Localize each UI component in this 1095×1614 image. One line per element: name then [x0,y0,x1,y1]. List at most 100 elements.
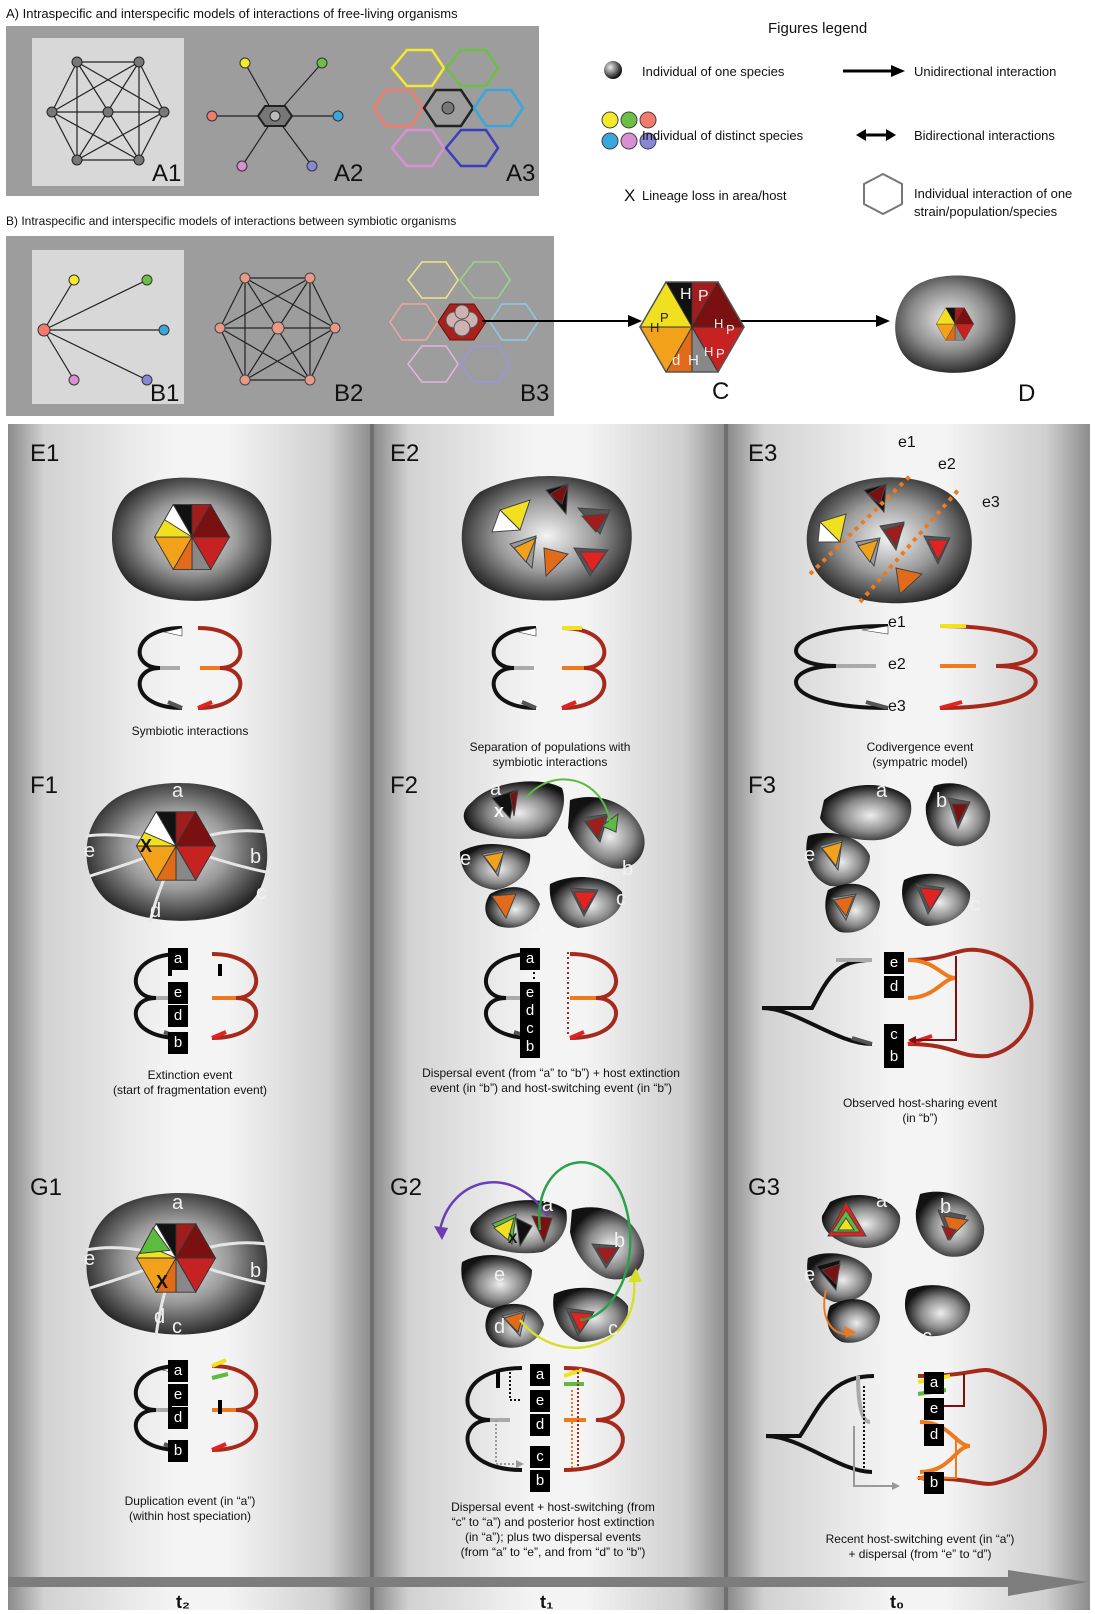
caption-g3: Recent host-switching event (in “a”) + d… [770,1532,1070,1562]
g2-area-c: c [608,1318,618,1340]
panel-label-d: D [1018,380,1036,407]
g2-area-a: a [542,1194,554,1216]
g2-area-d: d [494,1316,506,1338]
c-to-d-arrow [740,315,890,327]
c-hexagon [639,281,745,373]
g3-box-b: b [924,1472,944,1494]
caption-e1-line1: Symbiotic interactions [131,724,249,738]
caption-f3-line1: Observed host-sharing event [842,1096,998,1110]
g1-box-b: b [168,1440,188,1462]
g3-area-c: c [922,1326,932,1348]
g3-box-d: d [924,1424,944,1446]
caption-g1: Duplication event (in “a”) (within host … [40,1494,340,1524]
b1-network [37,274,170,386]
f2-area-e: e [460,848,472,870]
g2-x-mark: X [508,1230,518,1246]
f2-box-d: d [520,1000,540,1022]
a1-network [46,56,170,166]
g1-area-e: e [84,1248,96,1270]
column-separator-2 [724,424,728,1610]
f2-tanglegram [484,952,618,1040]
caption-g1-line2: (within host speciation) [128,1509,252,1523]
f1-box-e: e [168,982,188,1004]
b3-to-c-arrow [482,315,642,327]
e3-label-e3: e3 [888,698,906,715]
panel-label-a2: A2 [334,160,364,187]
caption-e2: Separation of populations with symbiotic… [400,740,700,770]
f2-box-b: b [520,1036,540,1058]
caption-e1: Symbiotic interactions [60,724,320,739]
column-separator-1 [370,424,374,1610]
legend-unidirectional-arrow-icon [843,65,905,77]
caption-e2-line2: symbiotic interactions [492,755,608,769]
panel-label-a1: A1 [152,160,182,187]
e3-tanglegram [794,624,1038,710]
f1-area-d: d [150,900,162,922]
g1-box-e: e [168,1384,188,1406]
g3-area-b: b [940,1196,952,1218]
legend-lineage-loss-x: X [624,186,636,205]
caption-f2-line2: event (in “b”) and host-switching event … [429,1081,673,1095]
c-letter-p2: P [726,322,735,337]
g3-box-a: a [924,1372,944,1394]
g2-area-b: b [614,1230,626,1252]
g1-box-d: d [168,1407,188,1429]
f3-area-e: e [804,844,816,866]
panel-label-b3: B3 [520,380,550,407]
panel-label-f2: F2 [390,772,419,799]
caption-f1: Extinction event (start of fragmentation… [40,1068,340,1098]
e3-line-e1-top: e1 [898,434,916,451]
g1-tanglegram [133,1358,259,1452]
g2-box-a: a [530,1364,550,1386]
legend-unidirectional: Unidirectional interaction [914,64,1057,79]
timeline-t1: t₁ [540,1592,554,1612]
f1-box-b: b [168,1032,188,1054]
caption-f3-line2: (in “b”) [902,1111,938,1125]
panel-label-g1: G1 [30,1174,63,1201]
g2-blobs [434,1161,645,1349]
f1-area-e: e [84,840,96,862]
panel-label-b1: B1 [150,380,180,407]
c-letter-p1: P [698,288,709,305]
f1-area-c: c [256,882,266,904]
e3-line-e3-top: e3 [982,494,1000,511]
g1-area-d: d [154,1306,166,1328]
panel-label-f1: F1 [30,772,59,799]
f2-area-c: c [616,888,626,910]
g1-box-a: a [168,1360,188,1382]
a3-hex-cluster [372,48,525,168]
a2-network [206,57,344,172]
c-letter-p3: P [716,346,725,361]
legend-individual-one-species: Individual of one species [642,64,785,79]
legend-hexagon-line2: strain/population/species [914,204,1058,219]
f3-area-b: b [936,790,948,812]
caption-g2-line4: (from “a” to “e”, and from “d” to “b”) [460,1545,646,1559]
c-letter-h2: H [714,316,724,331]
f2-box-e: e [520,982,540,1004]
g2-box-d: d [530,1414,550,1436]
f1-area-b: b [250,846,262,868]
caption-g3-line1: Recent host-switching event (in “a”) [825,1532,1015,1546]
g1-area-c: c [172,1316,182,1338]
f3-blobs [806,783,991,933]
f3-area-c: c [970,894,980,916]
c-letter-h5: H [650,320,660,335]
legend-lineage-loss: Lineage loss in area/host [642,188,787,203]
legend-bidirectional: Bidirectional interactions [914,128,1055,143]
g2-box-e: e [530,1390,550,1412]
caption-f3: Observed host-sharing event (in “b”) [770,1096,1070,1126]
f1-blob [85,782,268,923]
legend-hexagon-icon [863,172,903,216]
f3-tanglegram [761,947,1034,1059]
caption-f2-line1: Dispersal event (from “a” to “b”) + host… [422,1066,680,1080]
legend-distinct-species-icon [601,111,657,150]
g3-box-e: e [924,1398,944,1420]
g3-area-e: e [804,1264,816,1286]
timeline-t2: t₂ [176,1592,190,1612]
panel-label-e1: E1 [30,440,60,467]
legend-hexagon-line1: Individual interaction of one [914,186,1073,201]
e3-label-e2: e2 [888,656,906,673]
g3-blobs [807,1191,985,1343]
c-letter-h1: H [680,286,692,303]
b2-network [214,272,341,386]
